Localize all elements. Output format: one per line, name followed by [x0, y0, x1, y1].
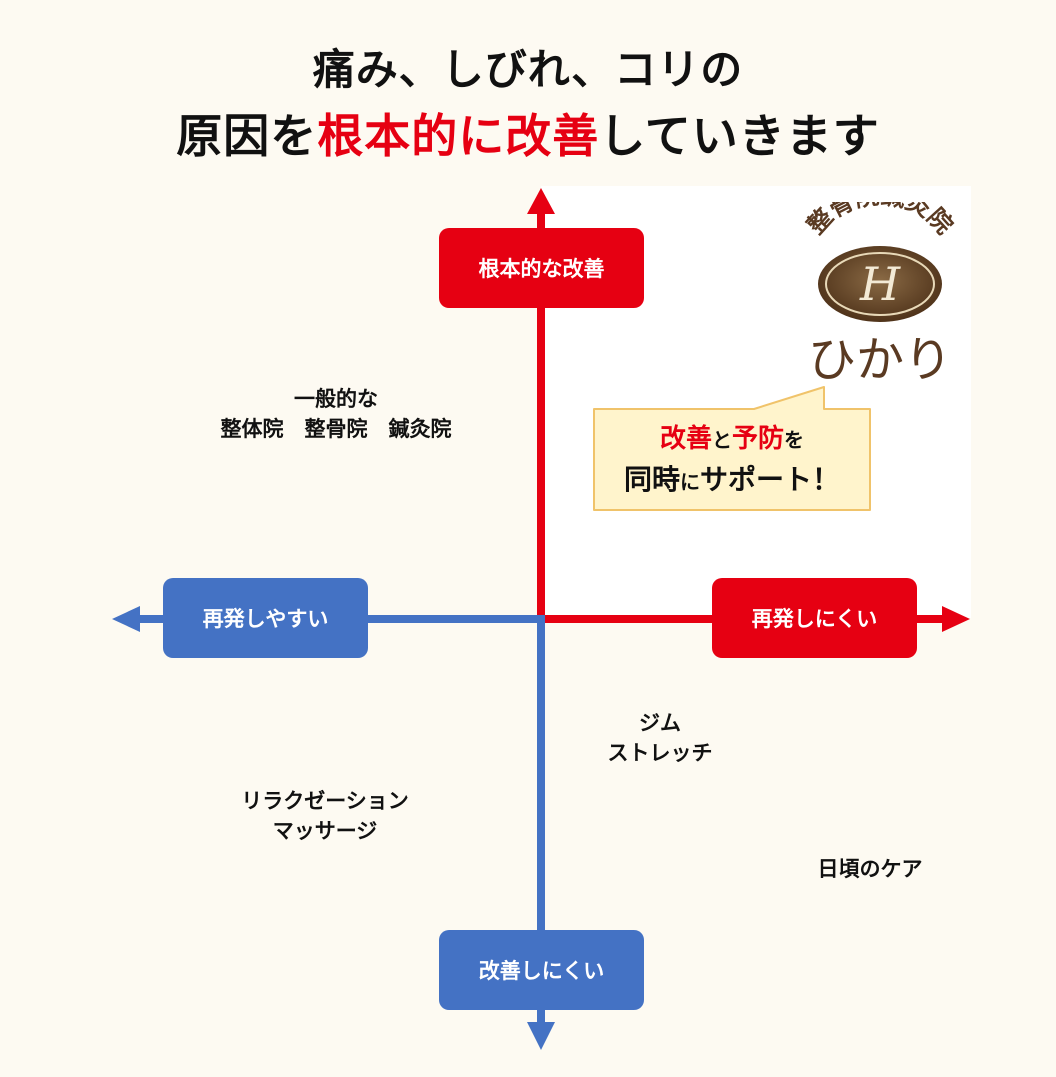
axis-label-right: 再発しにくい: [712, 578, 917, 658]
bubble-line-1: 改善と予防を: [592, 419, 872, 460]
speech-bubble-shape: [593, 386, 871, 511]
axis-label-bottom: 改善しにくい: [439, 930, 644, 1010]
logo-name: ひかり: [807, 332, 952, 388]
axis-label-left: 再発しやすい: [163, 578, 368, 658]
title-line-2-before: 原因を: [176, 109, 318, 163]
bubble-word-simultaneous: 同時: [623, 463, 680, 496]
down-arrow-icon: [527, 1022, 555, 1050]
logo-monogram: H: [859, 257, 901, 311]
right-arrow-icon: [942, 606, 970, 632]
axis-label-top: 根本的な改善: [439, 228, 644, 308]
bubble-line-2: 同時にサポート！: [592, 460, 872, 502]
bubble-text: 改善と予防を 同時にサポート！: [592, 419, 872, 502]
label-gym-stretch: ジム ストレッチ: [607, 710, 713, 765]
title-highlight: 根本的に改善: [317, 109, 600, 163]
label-daily-care: 日頃のケア: [817, 856, 923, 881]
left-arrow-icon: [112, 606, 140, 632]
speech-bubble: 改善と予防を 同時にサポート！: [592, 383, 874, 513]
label-general-clinics: 一般的な 整体院 整骨院 鍼灸院: [220, 386, 452, 441]
bubble-particle-ni: に: [680, 470, 700, 494]
title-line-2-after: していきます: [599, 109, 880, 163]
bubble-word-prevent: 予防: [732, 424, 785, 454]
logo-oval-ring: [825, 252, 935, 316]
bubble-particle-to: と: [712, 428, 732, 452]
bubble-word-improve: 改善: [659, 424, 712, 454]
vertical-axis-lower: [537, 619, 545, 1024]
vertical-axis-upper: [537, 210, 545, 620]
bubble-word-support: サポート！: [700, 463, 841, 496]
bubble-particle-wo: を: [784, 428, 805, 452]
label-relaxation-massage: リラクゼーション マッサージ: [241, 788, 409, 843]
logo-oval: [818, 246, 942, 322]
title-line-1: 痛み、しびれ、コリの: [312, 45, 744, 94]
title-line-2: 原因を根本的に改善していきます: [0, 100, 1056, 166]
up-arrow-icon: [527, 188, 555, 214]
